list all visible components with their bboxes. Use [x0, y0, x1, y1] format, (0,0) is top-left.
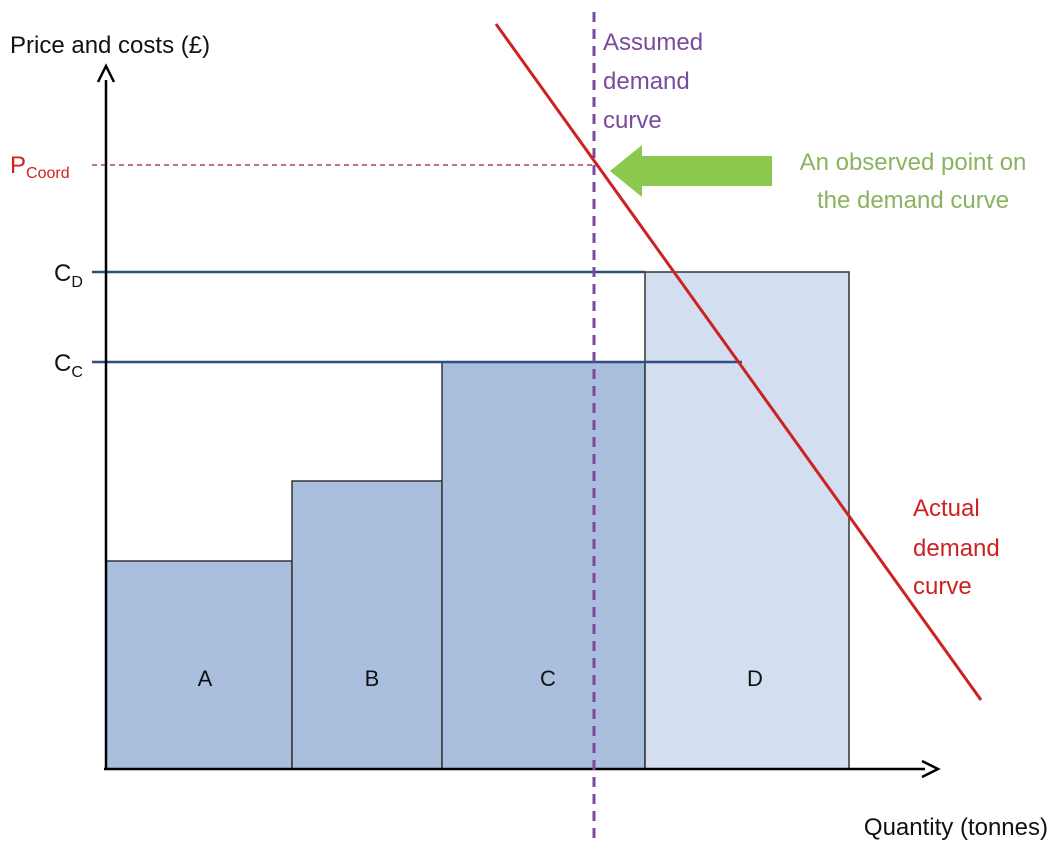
assumed-demand-line-1: Assumed	[603, 29, 703, 56]
cost-c-label: CC	[54, 350, 83, 381]
cost-c-sub: C	[71, 364, 83, 381]
block-b-label: B	[365, 666, 380, 691]
cost-d-sub: D	[71, 274, 83, 291]
block-d-label: D	[747, 666, 763, 691]
actual-demand-line-2: demand	[913, 535, 1000, 562]
y-axis-arrowhead	[96, 63, 116, 83]
x-axis-arrowhead	[921, 759, 941, 779]
assumed-demand-line-2: demand	[603, 68, 690, 95]
price-coord-main: P	[10, 152, 26, 179]
observed-point-arrow	[610, 145, 772, 197]
actual-demand-line	[494, 23, 983, 701]
actual-demand-line-1: Actual	[913, 495, 980, 522]
observed-point-line-1: An observed point on	[800, 149, 1027, 176]
x-axis	[104, 759, 941, 779]
price-coord-label: PCoord	[10, 152, 70, 182]
price-coord-sub: Coord	[26, 165, 70, 182]
block-c-label: C	[540, 666, 556, 691]
y-axis-label: Price and costs (£)	[10, 32, 210, 59]
x-axis-label: Quantity (tonnes)	[864, 814, 1048, 841]
block-a-label: A	[198, 666, 213, 691]
block-b	[291, 480, 443, 770]
cost-c-main: C	[54, 350, 71, 377]
cost-d-main: C	[54, 260, 71, 287]
observed-point-line-2: the demand curve	[817, 187, 1009, 214]
actual-demand-line-3: curve	[913, 573, 972, 600]
cost-d-label: CD	[54, 260, 83, 291]
block-a	[105, 560, 293, 770]
actual-demand-label: Actual demand curve	[913, 495, 1000, 600]
block-c	[441, 361, 646, 770]
observed-point-label: An observed point on the demand curve	[800, 149, 1027, 214]
y-axis	[96, 63, 116, 769]
assumed-demand-label: Assumed demand curve	[603, 29, 703, 134]
block-d	[644, 271, 850, 770]
assumed-demand-line-3: curve	[603, 107, 662, 134]
